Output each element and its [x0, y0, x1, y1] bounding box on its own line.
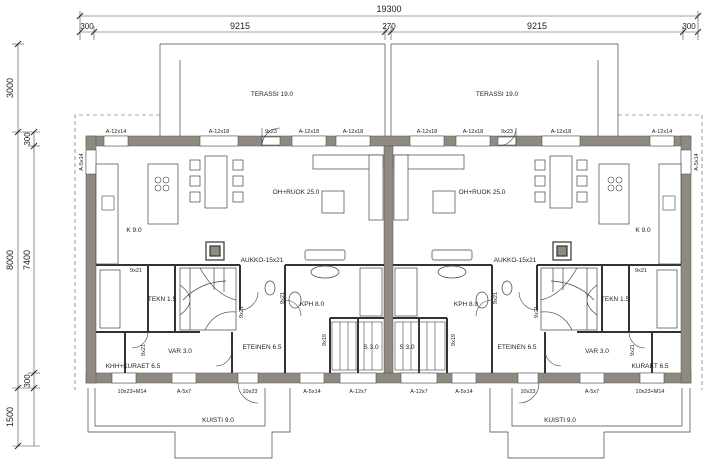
room-storage-left: VAR 3.0: [168, 348, 192, 355]
door-tech-left: 9x21: [130, 268, 142, 274]
dim-left-bay: 9215: [230, 21, 250, 31]
dim-wall-bottom: 300: [23, 374, 32, 388]
dim-right-margin: 300: [682, 22, 696, 31]
win-bot-l4: A-5x14: [303, 389, 320, 395]
dim-overall-width: 19300: [376, 4, 401, 14]
fireplaces: [205, 241, 572, 261]
door-hall-left: 9x21: [239, 306, 245, 318]
dim-overall-depth: 8000: [5, 250, 15, 270]
room-kitchen-left: K 9.0: [126, 227, 142, 234]
door-wc-left: 9x21: [141, 344, 147, 356]
window-tags: A-12x14 A-12x18 9x23 A-12x18 A-12x18 A-1…: [79, 129, 700, 395]
room-kitchen-right: K 9.0: [635, 227, 651, 234]
room-opening-left: AUKKO-15x21: [241, 257, 284, 264]
room-opening-right: AUKKO-15x21: [494, 257, 537, 264]
terrace-outlines: [159, 43, 619, 138]
room-storage-right: VAR 3.0: [585, 348, 609, 355]
door-bath-right: 9x19: [451, 334, 457, 346]
win-bot-r1: A-12x7: [410, 389, 427, 395]
win-side-left: A-5x14: [79, 153, 85, 170]
win-top-door-l: 9x23: [265, 129, 277, 135]
room-wardrobe-left: KHH+KURAET 6.5: [106, 363, 161, 370]
room-tech-left: TEKN 1.5: [148, 296, 177, 303]
win-bot-r5: 10x23+M14: [636, 389, 665, 395]
win-top-l3: A-12x18: [299, 129, 320, 135]
win-top-r3: A-12x18: [551, 129, 572, 135]
door-bath-left: 9x19: [322, 334, 328, 346]
room-porch-right: KUISTI 9.0: [544, 417, 576, 424]
stairs: [179, 267, 598, 331]
sauna-benches: [331, 321, 446, 371]
door-storage-left: 9x21: [280, 292, 286, 304]
room-living-left: OH+RUOK 25.0: [273, 189, 320, 196]
stove-icons: [101, 176, 676, 211]
door-storage-right: 9x21: [493, 292, 499, 304]
room-bath-right: KPH 8.0: [454, 301, 479, 308]
room-hall-right: ETEINEN 6.5: [497, 344, 536, 351]
win-bot-r4: A-5x7: [585, 389, 599, 395]
win-top-l2: A-12x18: [209, 129, 230, 135]
room-sauna-right: S 3.0: [399, 344, 415, 351]
win-bot-l5: A-12x7: [349, 389, 366, 395]
win-bot-l2: A-5x7: [177, 389, 191, 395]
sofas: [312, 154, 465, 221]
dim-center-wall: 270: [382, 22, 396, 31]
dim-terrace-depth: 3000: [5, 78, 15, 98]
win-bot-l1: 10x23+M14: [118, 389, 147, 395]
win-top-r1: A-12x18: [417, 129, 438, 135]
dimension-ticks: [14, 12, 702, 450]
room-porch-left: KUISTI 9.0: [202, 417, 234, 424]
win-top-l1: A-12x14: [106, 129, 127, 135]
door-wc-right: 9x21: [630, 344, 636, 356]
room-hall-left: ETEINEN 6.5: [242, 344, 281, 351]
site-outline: [74, 114, 703, 390]
room-bath-left: KPH 8.0: [300, 301, 325, 308]
room-tech-right: TEKN 1.5: [601, 296, 630, 303]
win-top-r2: A-12x18: [463, 129, 484, 135]
win-bot-r2: A-5x14: [455, 389, 472, 395]
dim-right-bay: 9215: [527, 21, 547, 31]
door-tech-right: 9x21: [635, 268, 647, 274]
dim-left-margin: 300: [80, 22, 94, 31]
porch-outlines: [87, 388, 691, 459]
dim-porch-depth: 1500: [5, 407, 15, 427]
door-swings: [131, 127, 646, 404]
win-bot-r3: 10x23: [521, 389, 536, 395]
interior-walls: [96, 264, 681, 373]
room-living-right: OH+RUOK 25.0: [459, 189, 506, 196]
win-bot-l3: 10x23: [243, 389, 258, 395]
kitchen-counters: [95, 163, 682, 329]
room-labels: TERASSI 19.0 TERASSI 19.0 OH+RUOK 25.0 O…: [106, 91, 669, 424]
room-sauna-left: S 3.0: [363, 344, 379, 351]
room-terrace-right: TERASSI 19.0: [476, 91, 519, 98]
door-hall-right: 9x21: [534, 306, 540, 318]
door-tags: 9x21 9x21 9x21 9x21 9x21 9x21 9x19 9x19 …: [130, 268, 647, 356]
win-top-door-r: 9x23: [501, 129, 513, 135]
win-top-l4: A-12x18: [343, 129, 364, 135]
dining-tables: [189, 155, 588, 209]
room-terrace-left: TERASSI 19.0: [251, 91, 294, 98]
win-side-right: A-5x14: [694, 153, 700, 170]
win-top-r4: A-12x14: [652, 129, 673, 135]
room-wardrobe-right: KURAET 6.5: [631, 363, 668, 370]
bath-fixtures: [264, 249, 513, 317]
dim-wall-top: 300: [23, 132, 32, 146]
dim-inner-depth: 7400: [22, 250, 32, 270]
